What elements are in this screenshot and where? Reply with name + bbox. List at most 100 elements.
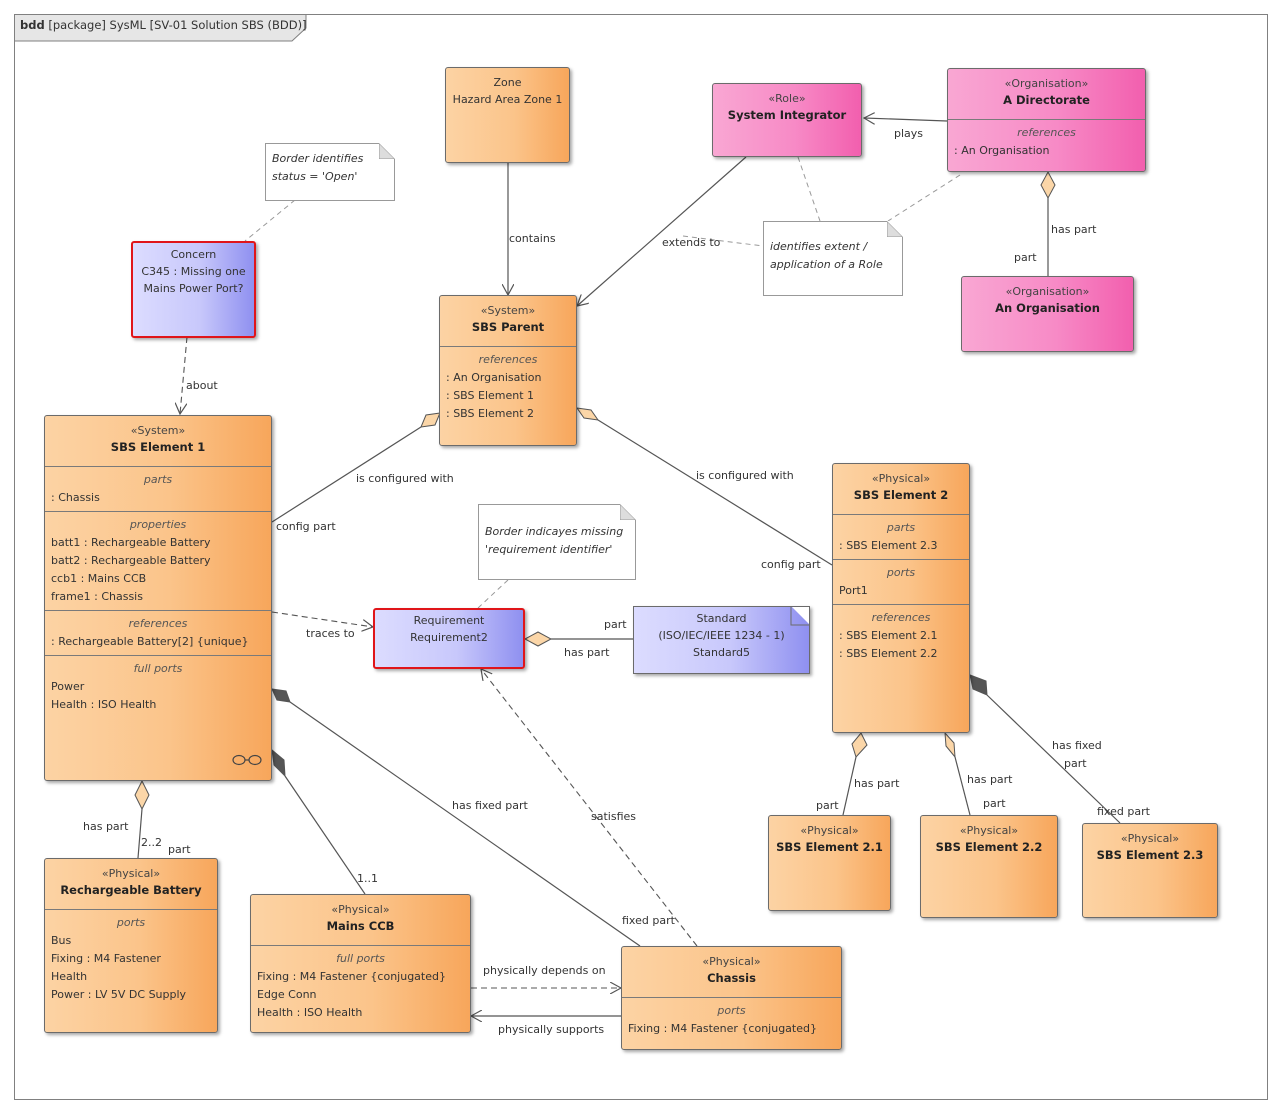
battery-aggregation-diamond <box>134 779 150 811</box>
label-el21-has-part: has part <box>854 777 900 790</box>
label-about: about <box>186 379 218 392</box>
zone-block[interactable]: Zone Hazard Area Zone 1 <box>445 67 570 163</box>
note-link-role-1 <box>797 156 821 222</box>
sbs-element-1-properties: properties batt1 : Rechargeable Battery … <box>45 511 271 610</box>
zone-line-2: Hazard Area Zone 1 <box>452 93 563 106</box>
role-block[interactable]: «Role» System Integrator <box>712 83 862 157</box>
note-link-open <box>244 199 296 242</box>
property-item: ccb1 : Mains CCB <box>51 572 147 585</box>
compartment-title: ports <box>116 916 146 929</box>
plays-connector <box>864 118 948 121</box>
satisfies-dependency <box>481 669 698 947</box>
reference-item: : SBS Element 2.1 <box>839 629 938 642</box>
note-border-missing: Border indicayes missing 'requirement id… <box>478 504 636 580</box>
sbs-element-1-references: references : Rechargeable Battery[2] {un… <box>45 610 271 655</box>
rechargeable-battery-block[interactable]: «Physical» Rechargeable Battery ports Bu… <box>44 858 218 1033</box>
compartment-title: parts <box>886 521 916 534</box>
config-part-2-connector <box>597 419 833 566</box>
reference-item: : An Organisation <box>954 144 1050 157</box>
port-item: Health <box>51 970 88 983</box>
an-organisation-name: An Organisation <box>995 301 1100 315</box>
label-config-part-2: config part <box>761 558 821 571</box>
compartment-title: references <box>871 611 931 624</box>
concern-line-3: Mains Power Port? <box>143 282 244 295</box>
label-satisfies: satisfies <box>591 810 636 823</box>
note-link-role-2 <box>887 174 961 222</box>
extends-connector <box>577 156 747 306</box>
el22-connector <box>954 756 971 816</box>
chassis-block[interactable]: «Physical» Chassis ports Fixing : M4 Fas… <box>621 946 842 1050</box>
document-corner-icon <box>790 607 809 626</box>
requirement-block[interactable]: Requirement Requirement2 <box>373 608 525 669</box>
org-aggregation-diamond <box>1040 170 1056 200</box>
label-is-configured-with-1: is configured with <box>356 472 454 485</box>
label-battery-has-part: has part <box>83 820 129 833</box>
label-is-configured-with-2: is configured with <box>696 469 794 482</box>
label-chassis-has-fixed-part: has fixed part <box>452 799 528 812</box>
diagram-frame <box>14 14 1268 1100</box>
label-contains: contains <box>509 232 556 245</box>
label-battery-part: part <box>168 843 191 856</box>
port-item: Fixing : M4 Fastener {conjugated} <box>257 970 446 983</box>
concern-block[interactable]: Concern C345 : Missing one Mains Power P… <box>131 241 256 338</box>
sbs-element-2-1-name: SBS Element 2.1 <box>776 840 883 854</box>
label-plays: plays <box>894 127 924 140</box>
sbs-element-2-1-block[interactable]: «Physical» SBS Element 2.1 <box>768 815 891 911</box>
port-item: Health : ISO Health <box>257 1006 363 1019</box>
an-organisation-block[interactable]: «Organisation» An Organisation <box>961 276 1134 352</box>
config1-aggregation-diamond <box>420 412 441 428</box>
property-item: frame1 : Chassis <box>51 590 143 603</box>
label-physically-supports: physically supports <box>498 1023 605 1036</box>
mains-ccb-full-ports: full ports Fixing : M4 Fastener {conjuga… <box>251 945 470 1026</box>
port-item: Bus <box>51 934 72 947</box>
directorate-block[interactable]: «Organisation» A Directorate references … <box>947 68 1146 172</box>
concern-line-2: C345 : Missing one <box>141 265 246 278</box>
sbs-element-2-3-block[interactable]: «Physical» SBS Element 2.3 <box>1082 823 1218 918</box>
sbs-element-1-full-ports: full ports Power Health : ISO Health <box>45 655 271 718</box>
directorate-name: A Directorate <box>1003 93 1090 107</box>
note-link-missing <box>477 579 509 609</box>
reference-item: : An Organisation <box>446 371 542 384</box>
ccb-connector <box>284 775 366 895</box>
compartment-title: references <box>478 353 538 366</box>
ccb-composition-diamond <box>271 748 286 778</box>
battery-name: Rechargeable Battery <box>60 883 202 897</box>
label-battery-multiplicity: 2..2 <box>141 836 162 849</box>
config-part-1-connector <box>271 426 422 523</box>
sbs-parent-block[interactable]: «System» SBS Parent references : An Orga… <box>439 295 577 446</box>
zone-line-1: Zone <box>493 76 522 89</box>
label-el22-has-part: has part <box>967 773 1013 786</box>
port-item: Port1 <box>839 584 868 597</box>
directorate-stereotype: «Organisation» <box>1004 77 1089 90</box>
sbs-element-2-2-block[interactable]: «Physical» SBS Element 2.2 <box>920 815 1058 918</box>
el23-connector <box>986 694 1121 824</box>
label-physically-depends-on: physically depends on <box>483 964 606 977</box>
sbs-element-1-parts: parts : Chassis <box>45 466 271 511</box>
frame-title: bdd [package] SysML [SV-01 Solution SBS … <box>20 18 307 32</box>
note-border-open: Border identifies status = 'Open' <box>265 143 395 201</box>
chassis-stereotype: «Physical» <box>702 955 761 968</box>
port-item: Power : LV 5V DC Supply <box>51 988 187 1001</box>
sbs-element-2-block[interactable]: «Physical» SBS Element 2 parts : SBS Ele… <box>832 463 970 733</box>
sbs-element-2-references: references : SBS Element 2.1 : SBS Eleme… <box>833 604 969 667</box>
property-item: batt2 : Rechargeable Battery <box>51 554 211 567</box>
sbs-parent-references: references : An Organisation : SBS Eleme… <box>440 346 576 427</box>
sbs-element-1-name: SBS Element 1 <box>110 440 206 454</box>
role-name: System Integrator <box>727 108 847 122</box>
mains-ccb-name: Mains CCB <box>326 919 395 933</box>
standard-block[interactable]: Standard (ISO/IEC/IEEE 1234 - 1) Standar… <box>633 606 810 674</box>
compartment-title: ports <box>886 566 916 579</box>
sbs-element-2-ports: ports Port1 <box>833 559 969 604</box>
note-border-missing-line-1: Border indicayes missing <box>485 525 624 538</box>
sbs-element-1-block[interactable]: «System» SBS Element 1 parts : Chassis p… <box>44 415 272 781</box>
note-role-extent-line-1: identifies extent / <box>770 240 868 253</box>
mains-ccb-block[interactable]: «Physical» Mains CCB full ports Fixing :… <box>250 894 471 1033</box>
sbs-element-2-stereotype: «Physical» <box>871 472 931 485</box>
role-stereotype: «Role» <box>768 92 806 105</box>
port-item: Health : ISO Health <box>51 698 157 711</box>
chassis-fixed-connector <box>289 701 641 947</box>
an-organisation-stereotype: «Organisation» <box>1005 285 1090 298</box>
